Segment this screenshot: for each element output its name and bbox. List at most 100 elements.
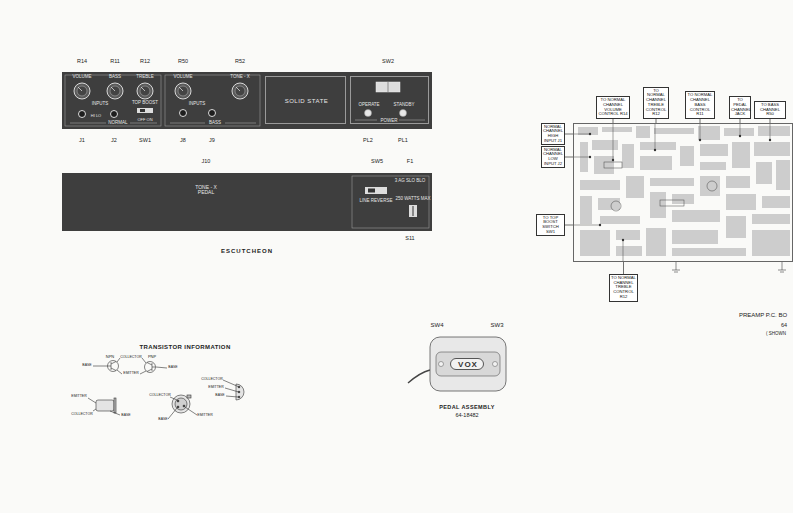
knob (175, 83, 191, 99)
circuit-board (646, 228, 666, 256)
transistor-case (177, 406, 179, 408)
jack (79, 111, 86, 118)
circuit-board (756, 162, 772, 184)
part-label: BASE (121, 414, 130, 418)
knob (111, 87, 115, 91)
knob (236, 87, 240, 91)
transistor-case (93, 409, 96, 411)
circuit-board (698, 126, 720, 140)
part-label: R50 (178, 59, 188, 65)
knob (78, 87, 82, 91)
callout-box: TO NORMAL CHANNEL VOLUME CONTROL R14 (596, 96, 630, 119)
circuit-board (754, 142, 790, 156)
ground-symbol (674, 272, 678, 273)
part-label: PEDAL ASSEMBLY (439, 405, 495, 411)
callout-text: TO NORMAL CHANNEL VOLUME CONTROL R14 (598, 98, 628, 117)
node-text: TOP BOOST (132, 101, 158, 106)
circuit-board (580, 196, 592, 224)
switch (388, 82, 389, 92)
part-label: SW2 (382, 59, 394, 65)
transistor-case (88, 380, 244, 419)
circuit-board (574, 124, 790, 261)
callout-box: TO PEDAL CHANNEL JACK (729, 96, 751, 119)
transistor-symbol (147, 369, 152, 372)
switch (140, 109, 145, 112)
callout-text: TO NORMAL CHANNEL TREBLE CONTROL R12 (645, 89, 667, 117)
circuit-board (707, 181, 717, 191)
transistor-symbol (117, 370, 122, 374)
callout-text: TO NORMAL CHANNEL BASS CONTROL R11 (687, 93, 713, 117)
transistor-case (183, 405, 185, 407)
knob (77, 86, 87, 96)
knob (140, 86, 150, 96)
node-text: ( SHOWN (766, 332, 786, 337)
transistor-case (226, 396, 238, 397)
circuit-board (623, 240, 624, 261)
transistor-symbol (108, 366, 112, 367)
node-text: SOLID STATE (285, 98, 329, 104)
transistor-case (88, 398, 96, 403)
callout-box: TO NORMAL CHANNEL BASS CONTROL R11 (685, 91, 715, 119)
pedal-drawing (408, 370, 430, 383)
callout-text: TO PEDAL CHANNEL JACK (731, 98, 749, 117)
circuit-board (574, 225, 600, 226)
transistor-case (187, 395, 191, 398)
callout-box: TO TOP BOOST SWITCH SW1 (536, 214, 565, 237)
circuit-board (672, 248, 746, 256)
part-label: F1 (407, 159, 413, 165)
knob (137, 83, 153, 99)
circuit-board (574, 134, 590, 135)
knob (74, 83, 90, 99)
circuit-board (726, 176, 750, 188)
node-text: TONE - X PEDAL (193, 185, 219, 196)
circuit-board (589, 133, 771, 241)
part-label: J10 (202, 159, 211, 165)
circuit-board (622, 239, 624, 241)
transistor-symbol (156, 367, 167, 368)
node-text: INPUTS (189, 102, 206, 107)
node-text: 250 WATTS MAX (395, 197, 430, 202)
callout-text: TO TOP BOOST SWITCH SW1 (538, 216, 563, 235)
circuit-board (650, 192, 666, 218)
transistor-case (238, 391, 240, 393)
callout-box: NORMAL CHANNEL LOW INPUT J2 (541, 146, 565, 169)
switch (137, 82, 407, 117)
part-label: J2 (111, 138, 117, 144)
front-panel (165, 75, 260, 126)
circuit-board (600, 216, 640, 224)
circuit-board (699, 139, 701, 141)
node-text: POWER (380, 119, 397, 124)
circuit-board (592, 140, 618, 150)
part-label: BASE (82, 364, 91, 368)
part-label: BASE (168, 366, 177, 370)
part-label: NPN (106, 355, 114, 359)
knob (141, 87, 145, 91)
part-label: COLLECTOR (201, 378, 222, 382)
circuit-board (752, 230, 790, 256)
circuit-board (660, 200, 684, 206)
circuit-board (612, 159, 614, 161)
transistor-symbol (140, 371, 146, 374)
part-label: EMITTER (197, 414, 212, 418)
transistor-symbol (93, 366, 108, 367)
part-label: SW1 (139, 138, 151, 144)
knob (235, 86, 245, 96)
transistor-symbol (111, 362, 116, 365)
circuit-board (598, 198, 620, 210)
ground-symbol (672, 270, 680, 271)
part-label: EMITTER (208, 386, 223, 390)
front-panel (62, 72, 432, 129)
part-label: R14 (77, 59, 87, 65)
circuit-board (602, 127, 632, 132)
part-label: J1 (79, 138, 85, 144)
transistor-case (185, 407, 197, 415)
part-label: R12 (140, 59, 150, 65)
node-text: 64 (781, 323, 787, 329)
part-label: ESCUTCHEON (221, 248, 273, 254)
node-text: OFF ON (137, 118, 152, 122)
front-panel (130, 123, 157, 124)
rear-panel (62, 173, 432, 231)
switch (137, 108, 153, 113)
transistor-case (238, 396, 240, 398)
